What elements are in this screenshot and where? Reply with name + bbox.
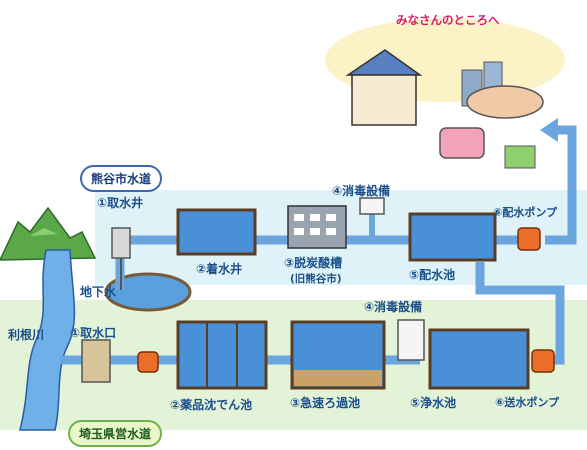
city-settling-well-label: ②着水井 <box>196 262 243 276</box>
city-distribution-pump <box>517 227 541 251</box>
groundwater-pool <box>104 272 192 312</box>
prefecture-water-badge: 埼玉県営水道 <box>68 420 163 447</box>
city-distribution-reservoir <box>408 212 497 262</box>
pref-sedimentation-basin <box>176 320 268 390</box>
tone-river <box>19 249 76 431</box>
pref-intake-label: ①取水口 <box>70 326 117 340</box>
pref-sedimentation-label: ②薬品沈でん池 <box>170 398 253 412</box>
groundwater-label: 地下水 <box>80 285 117 299</box>
river-label: 利根川 <box>8 328 45 342</box>
homes-illustration <box>325 18 565 169</box>
city-intake-well <box>111 227 131 290</box>
city-decarbonation-tank <box>287 205 347 249</box>
city-decarbonation-note: (旧熊谷市) <box>290 273 342 285</box>
city-water-badge: 熊谷市水道 <box>80 165 163 192</box>
pref-pump-label: ⑥送水ポンプ <box>495 396 559 409</box>
city-pump-label: ⑥配水ポンプ <box>493 206 557 219</box>
city-settling-well <box>176 208 257 256</box>
city-disinfection-label: ④消毒設備 <box>332 184 391 198</box>
city-reservoir-label: ⑤配水池 <box>409 268 456 282</box>
city-decarbonation-label: ③脱炭酸槽 <box>284 256 343 270</box>
pref-transmission-pump <box>531 349 555 373</box>
destination-label: みなさんのところへ <box>396 13 500 27</box>
city-disinfection-facility <box>359 197 385 215</box>
pref-disinfection-label: ④消毒設備 <box>364 300 423 314</box>
pref-clean-water-reservoir <box>428 328 530 390</box>
mountains-illustration <box>0 206 97 261</box>
pref-reservoir-label: ⑤浄水池 <box>410 396 457 410</box>
pref-disinfection-facility <box>397 319 425 361</box>
pref-rapid-filter <box>290 320 386 390</box>
supply-pipe-up <box>545 125 577 245</box>
city-intake-well-label: ①取水井 <box>97 196 144 210</box>
pref-filter-label: ③急速ろ過池 <box>290 396 361 410</box>
pref-intake-pump <box>137 351 159 373</box>
supply-arrow <box>540 118 558 142</box>
pref-intake <box>81 339 111 383</box>
